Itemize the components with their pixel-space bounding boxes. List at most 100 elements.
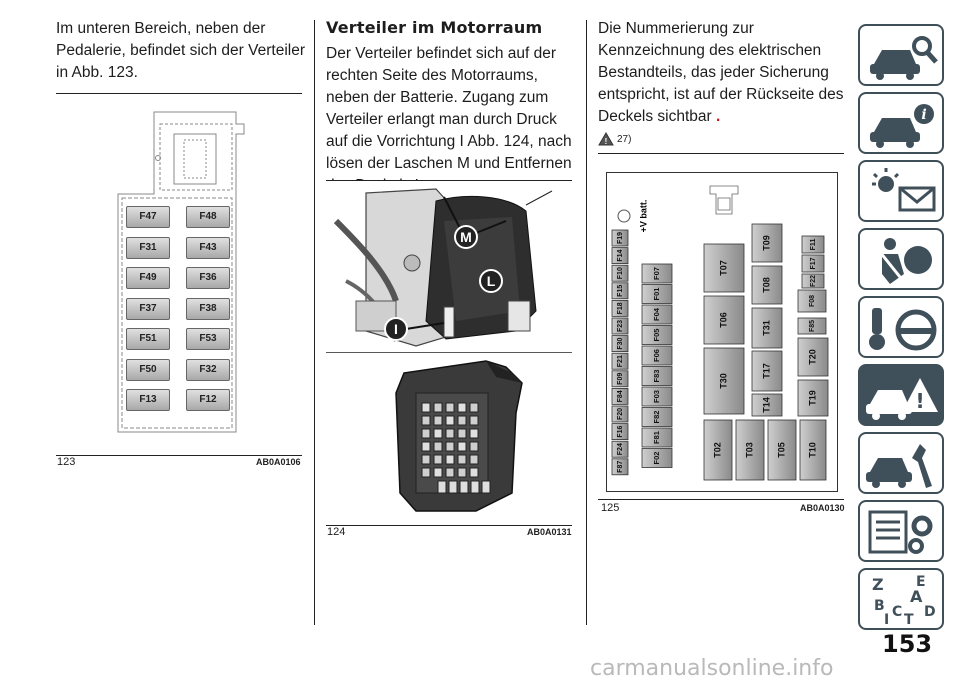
fuse-a-label: F24 <box>617 443 624 455</box>
relay-d-label: T31 <box>761 320 771 336</box>
svg-text:i: i <box>921 107 926 123</box>
fuse-a: F20 <box>611 405 629 423</box>
relay-d-label: T17 <box>761 363 771 379</box>
fuse-a-label: F19 <box>617 232 624 244</box>
column-2: Verteiler im Motorraum Der Verteiler bef… <box>326 0 576 197</box>
small-fuse <box>459 480 469 494</box>
fuse-label: F53 <box>186 328 230 350</box>
relay-c-label: T02 <box>712 442 722 458</box>
small-fuse <box>421 467 431 478</box>
fuse-a-label: F14 <box>617 249 624 261</box>
airbag-seatbelt-icon <box>878 238 932 284</box>
fuse-label: F50 <box>126 358 170 381</box>
small-fuse <box>457 467 467 478</box>
fuse-b-label: F04 <box>652 307 661 321</box>
relay-c: T06 <box>703 295 745 345</box>
label-m: M <box>460 229 472 245</box>
svg-text:Z: Z <box>872 575 884 594</box>
relay-e: T20 <box>797 337 829 377</box>
relay-d-label: T03 <box>744 442 754 458</box>
small-fuse <box>469 454 479 465</box>
fuse-a: F15 <box>611 282 629 300</box>
small-fuse <box>470 480 480 494</box>
fuse-a-label: F09 <box>617 373 624 385</box>
fuse-label: F31 <box>126 236 170 259</box>
small-fuse <box>421 428 431 439</box>
fuse-b: F82 <box>641 407 673 427</box>
sidebar-tab-2[interactable]: i <box>858 92 944 154</box>
fuse-a-label: F21 <box>617 355 624 367</box>
small-fuse <box>469 467 479 478</box>
label-l: L <box>487 273 496 289</box>
sidebar-tab-3[interactable] <box>858 160 944 222</box>
section-heading: Verteiler im Motorraum <box>326 18 543 37</box>
dashboard-info-icon: i <box>870 104 934 148</box>
sidebar-tab-4[interactable] <box>858 228 944 290</box>
fuse-label: F38 <box>186 297 230 320</box>
relay-e-label: T19 <box>807 390 817 406</box>
sidebar-tab-7[interactable] <box>858 432 944 494</box>
fuse-b: F04 <box>641 304 673 325</box>
fuse-f: F85 <box>797 317 827 335</box>
fuse-b-label: F82 <box>652 411 661 424</box>
fuse-panel-drawing <box>117 111 245 433</box>
small-fuse <box>437 480 447 494</box>
fuse-a-label: F30 <box>617 337 624 349</box>
sidebar-tab-5[interactable] <box>858 296 944 358</box>
relay-d-label: T08 <box>761 277 771 293</box>
fuse-label: F13 <box>126 389 170 411</box>
fuse-a-label: F84 <box>617 390 624 402</box>
fuse-b: F03 <box>641 386 673 407</box>
fuse-f: F17 <box>801 254 825 273</box>
fuse-label: F49 <box>126 267 170 289</box>
fuse-a-label: F20 <box>617 408 624 420</box>
fuse-b-label: F01 <box>652 288 661 301</box>
relay-e: T05 <box>767 419 797 481</box>
column-divider-1 <box>314 20 315 625</box>
relay-d-label: T09 <box>761 235 771 251</box>
fuse-b-label: F03 <box>652 390 661 403</box>
small-fuse <box>433 454 443 465</box>
fuse-f: F22 <box>801 273 825 289</box>
fuse-a-label: F15 <box>617 285 624 297</box>
relay-d: T03 <box>735 419 765 481</box>
vbatt-terminal <box>617 209 631 223</box>
figure-123-code: AB0A0106 <box>256 457 301 467</box>
fuse-label: F36 <box>186 267 230 289</box>
label-l-marker: L <box>479 269 503 293</box>
fuse-a: F21 <box>611 352 629 370</box>
svg-text:D: D <box>924 604 936 620</box>
fuse-b: F83 <box>641 366 673 386</box>
figure-124: M L I <box>326 180 572 526</box>
svg-text:I: I <box>884 612 889 628</box>
car-warning-icon: ! <box>866 378 938 420</box>
column-1: Im unteren Bereich, neben der Pedalerie,… <box>56 0 306 84</box>
relay-c-label: T30 <box>718 373 728 389</box>
sidebar-tab-1[interactable] <box>858 24 944 86</box>
relay-d: T17 <box>751 350 783 392</box>
page-number: 153 <box>882 630 933 658</box>
small-fuse <box>445 415 455 426</box>
small-fuse <box>445 467 455 478</box>
fuse-f-label: F11 <box>810 239 817 251</box>
fuse-b: F02 <box>641 448 673 468</box>
figure-125-code: AB0A0130 <box>800 503 845 513</box>
small-fuse <box>421 415 431 426</box>
sidebar-tab-8[interactable] <box>858 500 944 562</box>
label-i: I <box>394 321 398 337</box>
sidebar-tab-6[interactable]: ! <box>858 364 944 426</box>
figure-125-number: 125 <box>601 502 620 514</box>
fuse-a: F23 <box>611 317 629 335</box>
relay-d: T31 <box>751 307 783 349</box>
small-fuse <box>457 441 467 452</box>
small-fuse <box>421 454 431 465</box>
small-fuse <box>469 441 479 452</box>
figure-124-number: 124 <box>327 526 346 538</box>
small-fuse <box>469 428 479 439</box>
fuse-f: F11 <box>801 235 825 254</box>
fuse-b: F07 <box>641 263 673 284</box>
col1-paragraph: Im unteren Bereich, neben der Pedalerie,… <box>56 20 306 81</box>
svg-text:A: A <box>910 587 923 606</box>
